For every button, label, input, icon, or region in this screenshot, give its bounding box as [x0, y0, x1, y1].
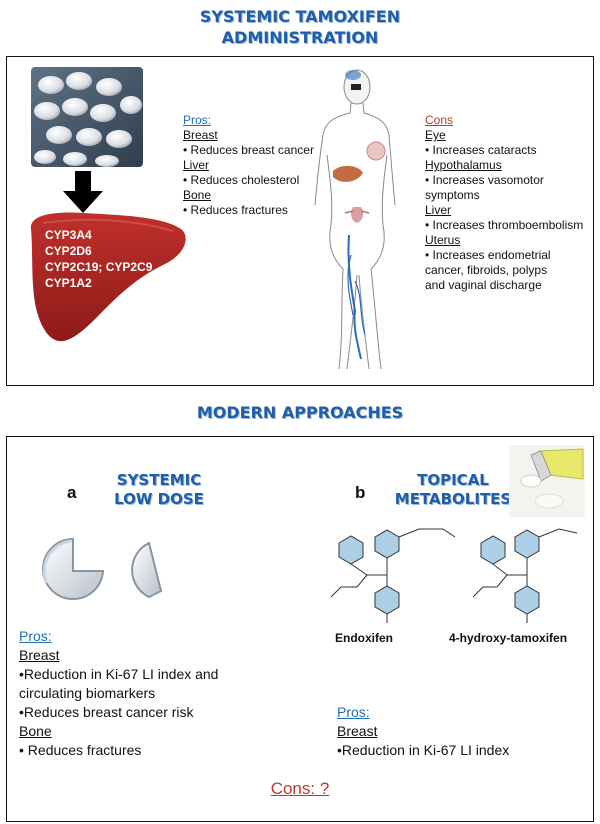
approach-a-breast-label: Breast: [19, 647, 60, 663]
approach-b-pros-list: Pros: Breast •Reduction in Ki-67 LI inde…: [337, 703, 587, 760]
cons-effect-eye: • Increases cataracts: [425, 143, 537, 157]
approach-b-letter: b: [355, 483, 366, 502]
approach-b-title-line1: TOPICAL: [417, 471, 489, 489]
approach-a-breast-item-2: circulating biomarkers: [19, 685, 156, 701]
metabolite-structures: [330, 528, 578, 623]
approach-a-pros-list: Pros: Breast •Reduction in Ki-67 LI inde…: [19, 627, 299, 760]
enzyme-cyp2d6: CYP2D6: [45, 244, 92, 258]
cons-organ-hypothalamus: Hypothalamus: [425, 158, 502, 172]
enzyme-cyp1a2: CYP1A2: [45, 276, 92, 290]
approach-b-pros-title: Pros:: [337, 704, 370, 720]
cream-tube-image: [509, 445, 585, 517]
approach-a-breast-item-3: •Reduces breast cancer risk: [19, 704, 194, 720]
cons-effect-uterus-1: • Increases endometrial: [425, 248, 551, 262]
compound-4-hydroxy-tamoxifen-label: 4-hydroxy-tamoxifen: [449, 631, 568, 645]
cons-effect-liver: • Increases thromboembolism: [425, 218, 584, 232]
approach-b-title-line2: METABOLITES: [394, 490, 512, 508]
compound-endoxifen-label: Endoxifen: [335, 631, 394, 645]
systemic-administration-panel: CYP3A4 CYP2D6 CYP2C19; CYP2C9 CYP1A2 Pro…: [6, 56, 594, 386]
main-title: SYSTEMIC TAMOXIFEN ADMINISTRATION: [0, 6, 600, 48]
approach-b-breast-label: Breast: [337, 723, 378, 739]
approach-a-breast-item-1: •Reduction in Ki-67 LI index and: [19, 666, 219, 682]
cyp-enzyme-list: CYP3A4 CYP2D6 CYP2C19; CYP2C9 CYP1A2: [45, 227, 152, 291]
approach-a-title-line2: LOW DOSE: [114, 490, 204, 508]
systemic-pros-list: Pros: Breast • Reduces breast cancer Liv…: [183, 113, 333, 218]
low-dose-pill-fragments: [42, 537, 163, 600]
female-body-figure: [314, 69, 396, 370]
approach-a-pros-title: Pros:: [19, 628, 52, 644]
metabolism-arrow-icon: [63, 171, 103, 213]
modern-approaches-panel: a SYSTEMIC LOW DOSE Pros: Breast •Reduct…: [6, 436, 594, 822]
approach-a-title: SYSTEMIC LOW DOSE: [89, 471, 229, 509]
pros-effect-bone: • Reduces fractures: [183, 203, 288, 217]
modern-approaches-title: MODERN APPROACHES: [196, 403, 404, 422]
pros-organ-liver: Liver: [183, 158, 210, 172]
cons-organ-eye: Eye: [425, 128, 446, 142]
cons-effect-hypothalamus-1: • Increases vasomotor: [425, 173, 544, 187]
liver-image: [30, 212, 186, 342]
pros-effect-liver: • Reduces cholesterol: [183, 173, 300, 187]
approach-a-letter: a: [67, 483, 77, 502]
systemic-cons-list: Cons Eye • Increases cataracts Hypothala…: [425, 113, 591, 293]
approach-a-bone-item-1: • Reduces fractures: [19, 742, 142, 758]
systemic-cons-title: Cons: [425, 113, 454, 127]
approach-b-title: TOPICAL METABOLITES: [383, 471, 523, 509]
cons-effect-uterus-2: cancer, fibroids, polyps: [425, 263, 548, 277]
enzyme-cyp3a4: CYP3A4: [45, 228, 92, 242]
systemic-pros-title: Pros:: [183, 113, 212, 127]
approach-a-title-line1: SYSTEMIC: [116, 471, 202, 489]
cons-question-footer: Cons: ?: [270, 779, 330, 798]
pros-effect-breast: • Reduces breast cancer: [183, 143, 314, 157]
cons-organ-liver: Liver: [425, 203, 452, 217]
approach-b-breast-item-1: •Reduction in Ki-67 LI index: [337, 742, 510, 758]
cons-effect-uterus-3: and vaginal discharge: [425, 278, 542, 292]
enzyme-cyp2c19-cyp2c9: CYP2C19; CYP2C9: [45, 260, 153, 274]
approach-a-bone-label: Bone: [19, 723, 52, 739]
cons-organ-uterus: Uterus: [425, 233, 461, 247]
pros-organ-breast: Breast: [183, 128, 218, 142]
tablets-image: [31, 67, 143, 167]
main-title-line2: ADMINISTRATION: [221, 28, 379, 47]
main-title-line1: SYSTEMIC TAMOXIFEN: [199, 7, 401, 26]
cons-effect-hypothalamus-2: symptoms: [425, 188, 480, 202]
pros-organ-bone: Bone: [183, 188, 212, 202]
